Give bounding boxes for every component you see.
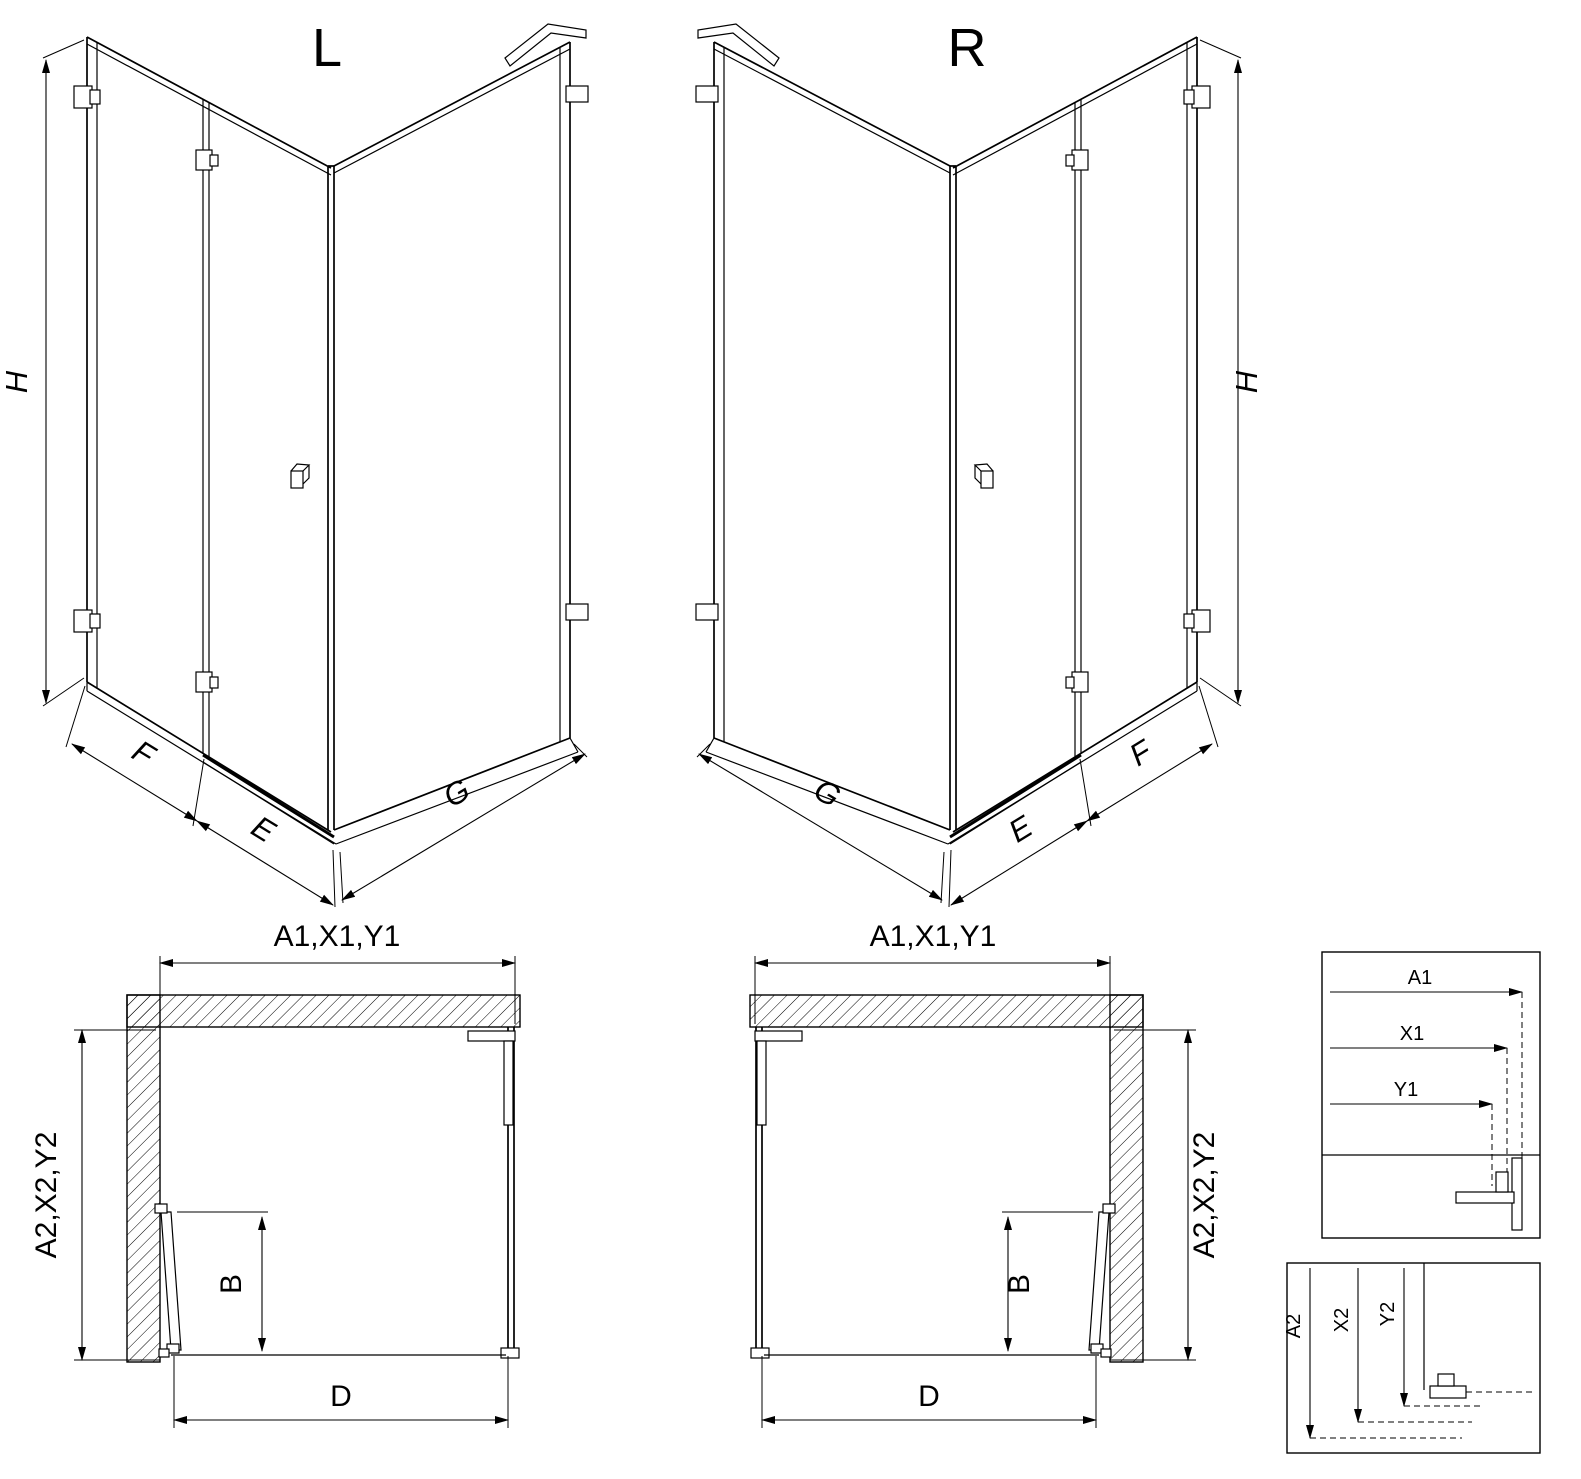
left-glass-panel-outline — [86, 36, 335, 830]
panel-foot — [750, 1347, 770, 1359]
dim-door-left-plan: B — [177, 1211, 268, 1352]
dim-label-b-left: B — [215, 1274, 248, 1294]
fold-hinge-top-icon — [195, 149, 219, 171]
right-glass-panel-outline — [949, 36, 1198, 830]
left-glass-panel-detail — [713, 48, 951, 742]
dim-top-right-plan: A1,X1,Y1 — [754, 920, 1111, 1024]
dim-front-left-plan: D — [173, 1356, 509, 1428]
measure-reference-lines — [1491, 992, 1523, 1186]
door-pivot-foot — [158, 1348, 170, 1358]
dim-label-a1x1y1-right: A1,X1,Y1 — [870, 920, 997, 953]
dim-top-left-plan: A1,X1,Y1 — [159, 920, 516, 1024]
iso-view-left: L H — [0, 18, 589, 908]
wall-bracket-top-icon — [695, 85, 719, 103]
bracket-profile — [1455, 1191, 1515, 1204]
door-leaf — [160, 1211, 182, 1351]
door-hinge-top-icon — [154, 1203, 168, 1214]
dim-label-f-left: F — [126, 733, 162, 774]
detail-frame — [1286, 1262, 1541, 1454]
detail-label-x1: X1 — [1400, 1023, 1424, 1045]
detail-width-diagram: A1 X1 Y1 — [1321, 951, 1541, 1239]
plan-view-right: A1,X1,Y1 A2,X2,Y2 B D — [749, 920, 1221, 1428]
wall-hinge-top-icon — [1183, 85, 1211, 109]
dim-label-d-right: D — [918, 1380, 940, 1413]
detail-label-x2: X2 — [1331, 1308, 1353, 1332]
wall-bracket-bottom-icon — [695, 603, 719, 621]
dim-label-g-right: G — [808, 772, 847, 814]
variant-label-right: R — [948, 18, 987, 78]
stabilizer-arm-icon — [467, 1030, 516, 1042]
panel-foot — [500, 1347, 520, 1359]
dim-height-right: H — [1199, 39, 1264, 707]
variant-label-left: L — [312, 18, 342, 78]
wall-hinge-bottom-icon — [1183, 609, 1211, 633]
door-hinge-top-icon — [1102, 1203, 1116, 1214]
fold-hinge-bottom-icon — [1065, 671, 1089, 693]
dim-side-left: G — [339, 743, 588, 904]
right-glass-panel-outline — [333, 41, 571, 738]
wall-hinge-top-icon — [73, 85, 101, 109]
stabilizer-bar-icon — [504, 23, 587, 67]
detail-frame — [1321, 951, 1541, 1239]
stabilizer-arm-icon — [754, 1030, 803, 1042]
stabilizer-bar-icon — [503, 1040, 514, 1126]
left-glass-panel-outline — [713, 41, 951, 738]
wall-top — [749, 994, 1144, 1028]
dim-label-h-left: H — [0, 370, 34, 393]
door-pivot-foot — [1100, 1348, 1112, 1358]
clamp-profile — [1437, 1373, 1455, 1387]
dim-label-a2x2y2-left: A2,X2,Y2 — [30, 1132, 63, 1259]
wall-bracket-bottom-icon — [565, 603, 589, 621]
wall-hinge-bottom-icon — [73, 609, 101, 633]
dim-front-right: F E — [948, 685, 1219, 908]
plan-view-left: A1,X1,Y1 A2,X2,Y2 B D — [30, 920, 521, 1428]
door-leaf — [1088, 1211, 1110, 1351]
dim-label-a1x1y1-left: A1,X1,Y1 — [274, 920, 401, 953]
dim-side-left-plan: A2,X2,Y2 — [30, 1029, 160, 1361]
dim-label-b-right: B — [1003, 1274, 1036, 1294]
detail-depth-diagram: A2 X2 Y2 — [1283, 1262, 1541, 1454]
right-glass-panel-detail — [333, 48, 571, 742]
dim-label-a2x2y2-right: A2,X2,Y2 — [1188, 1132, 1221, 1259]
wall-right — [1109, 994, 1144, 1363]
measure-reference-lines — [1310, 1391, 1532, 1439]
door-handle-icon — [973, 463, 994, 489]
fold-hinge-bottom-icon — [195, 671, 219, 693]
bracket-profile — [1429, 1385, 1467, 1399]
detail-label-a2: A2 — [1283, 1314, 1305, 1338]
wall-left — [126, 994, 161, 1363]
wall-bracket-top-icon — [565, 85, 589, 103]
detail-label-y1: Y1 — [1394, 1079, 1418, 1101]
dim-door-right-plan: B — [1002, 1211, 1093, 1352]
iso-view-right: R H — [695, 18, 1264, 908]
clamp-profile — [1495, 1171, 1509, 1193]
left-glass-panel-detail — [86, 43, 332, 757]
detail-label-a1: A1 — [1408, 967, 1432, 989]
dim-height-left: H — [0, 39, 85, 707]
dim-label-h-right: H — [1229, 370, 1264, 393]
stabilizer-bar-icon — [697, 23, 780, 67]
dim-front-left: F E — [65, 685, 336, 908]
stabilizer-bar-icon — [756, 1040, 767, 1126]
dim-label-f-right: F — [1123, 732, 1159, 773]
dim-label-d-left: D — [330, 1380, 352, 1413]
right-glass-panel-detail — [952, 43, 1198, 757]
dim-label-e-left: E — [246, 809, 282, 850]
wall-top — [126, 994, 521, 1028]
dim-label-g-left: G — [437, 772, 476, 814]
dim-side-right: G — [696, 743, 945, 904]
detail-label-y2: Y2 — [1377, 1302, 1399, 1326]
fold-hinge-top-icon — [1065, 149, 1089, 171]
dim-label-e-right: E — [1003, 809, 1039, 850]
dim-side-right-plan: A2,X2,Y2 — [1110, 1029, 1221, 1361]
door-handle-icon — [290, 463, 311, 489]
dim-front-right-plan: D — [761, 1356, 1097, 1428]
